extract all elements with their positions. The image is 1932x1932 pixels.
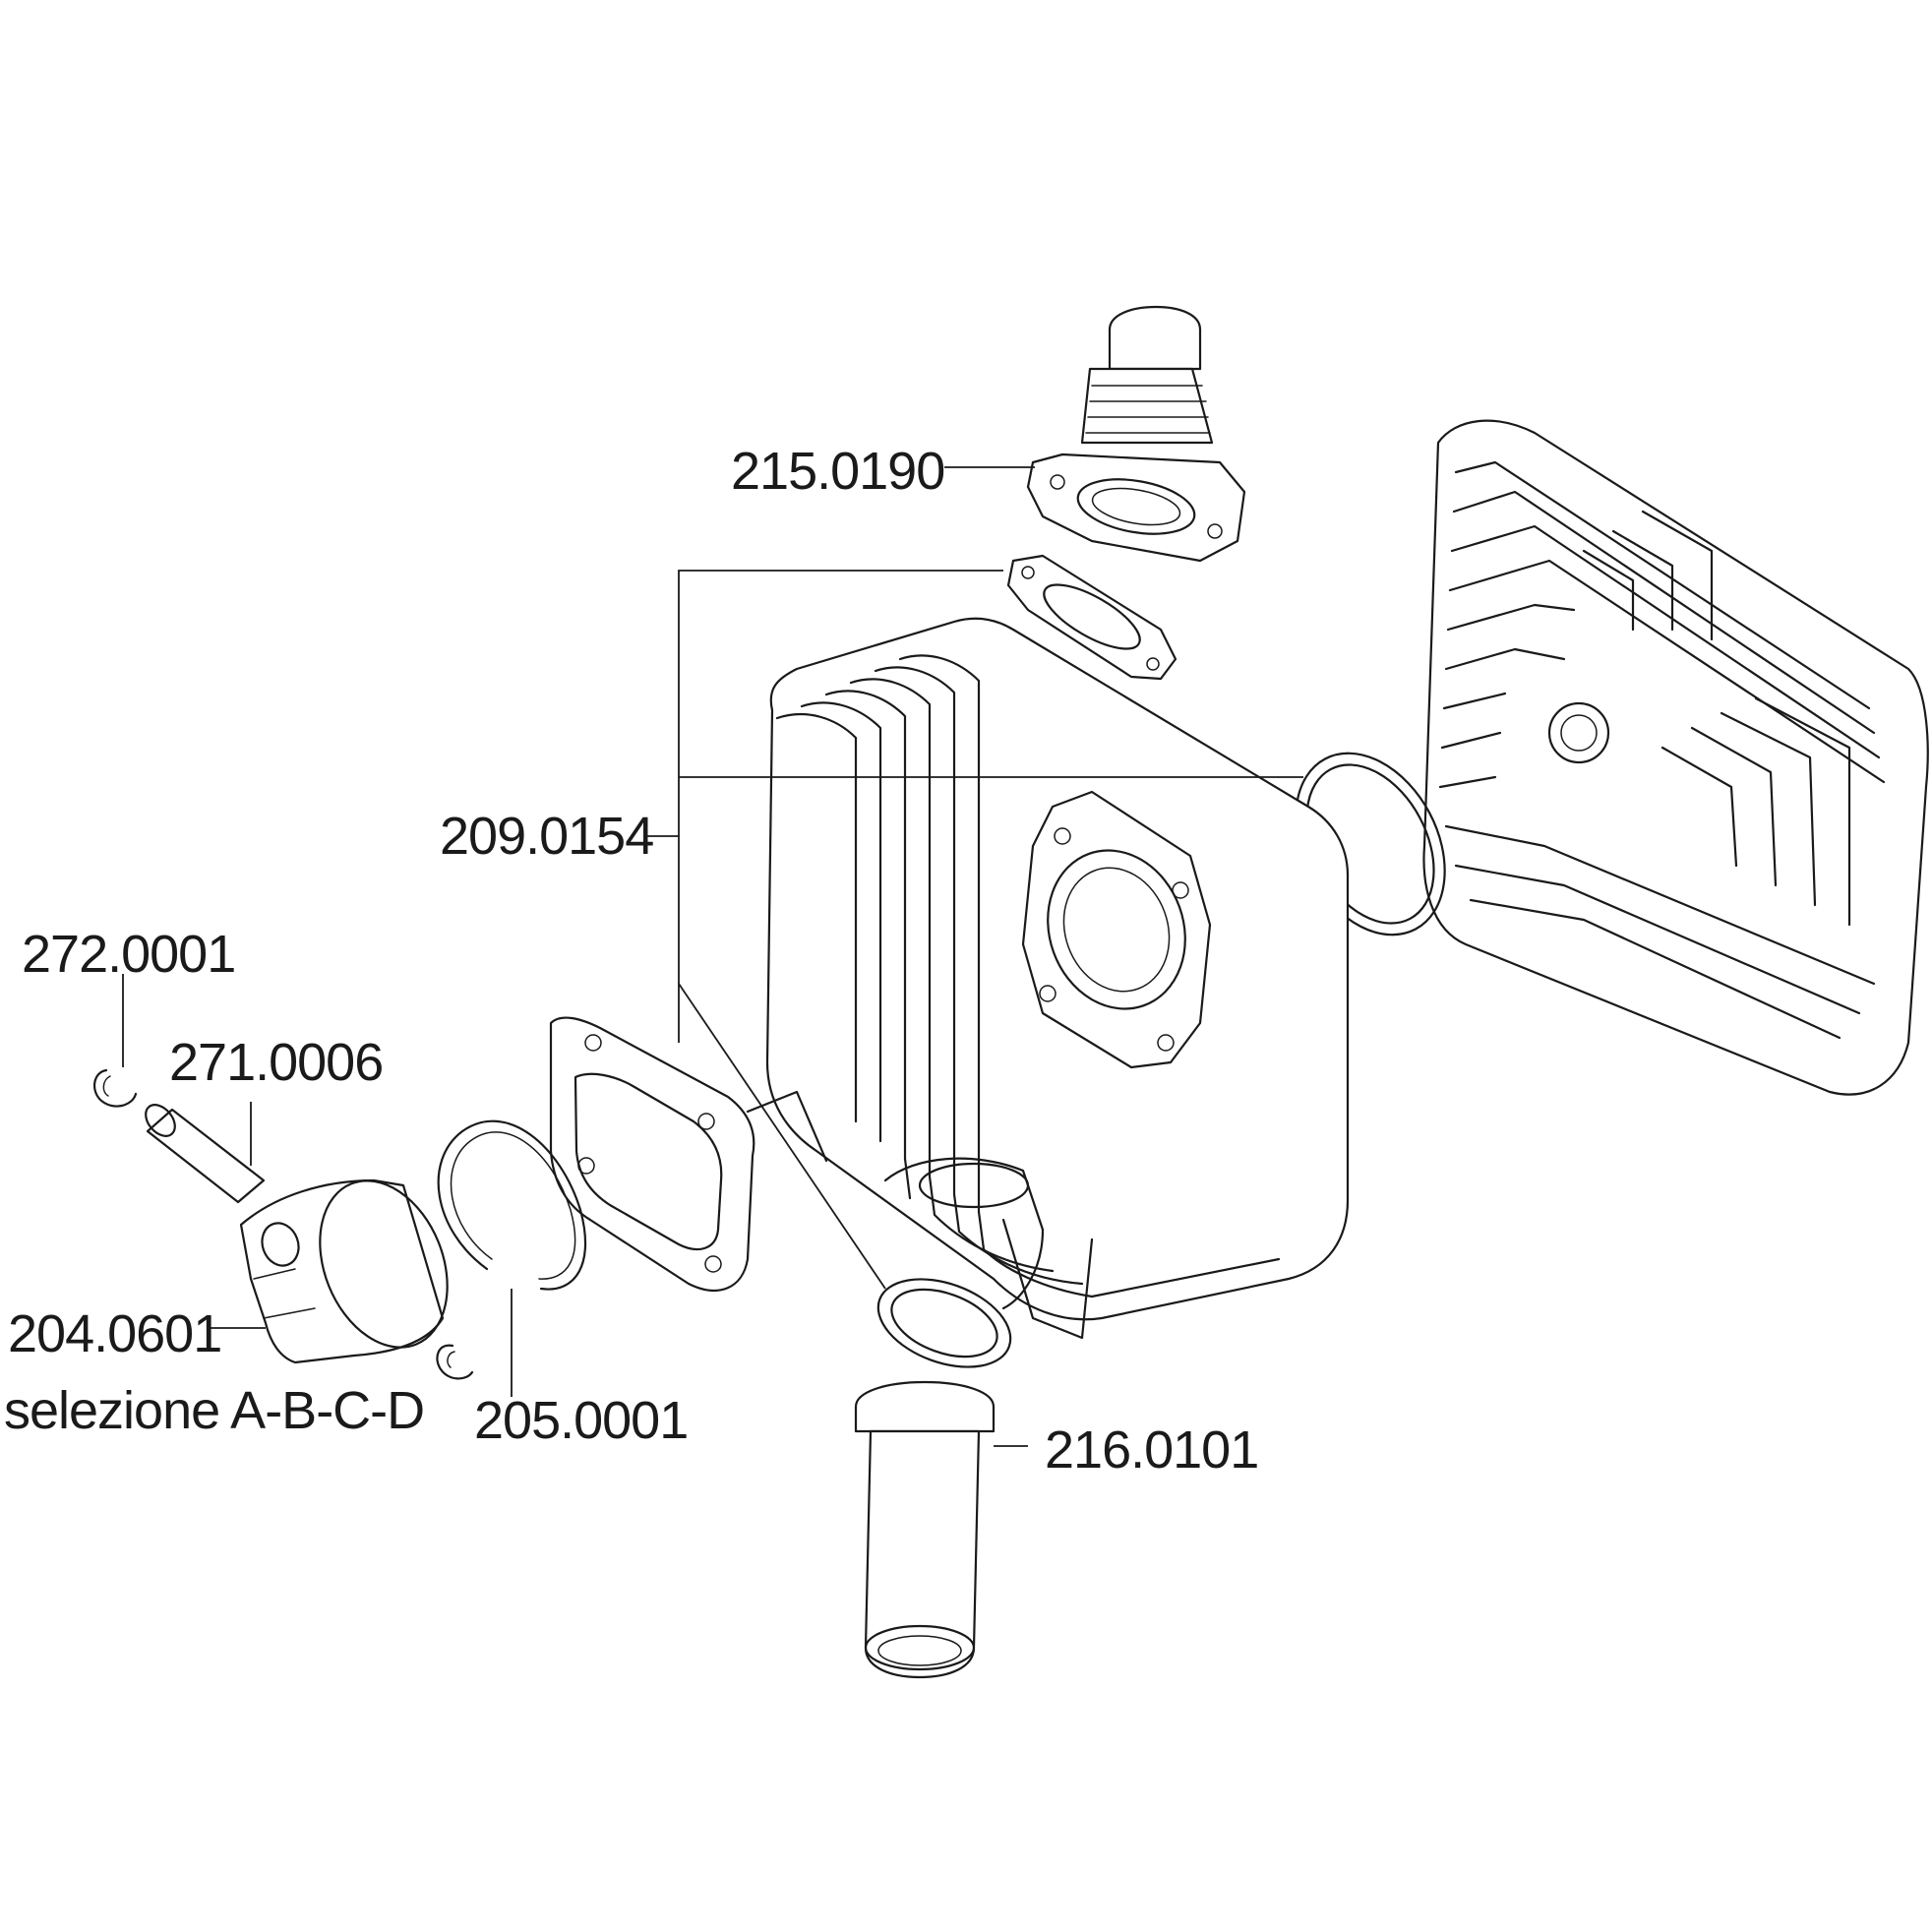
label-272-0001: 272.0001 <box>22 925 235 984</box>
cylinder-body <box>746 617 1350 1340</box>
leader-209-0154-exhaust <box>678 983 886 1290</box>
label-selection: selezione A-B-C-D <box>4 1381 424 1440</box>
exhaust-sleeve <box>854 1380 996 1679</box>
base-gasket <box>549 1016 755 1292</box>
intake-gasket <box>1006 554 1177 681</box>
cylinder-cooling-fins <box>775 654 1281 1298</box>
label-271-0006: 271.0006 <box>169 1033 383 1092</box>
piston <box>239 1178 449 1364</box>
head-cooling-fins <box>1438 460 1886 1040</box>
cylinder-head <box>1422 419 1929 1096</box>
intake-manifold <box>1026 305 1246 563</box>
label-216-0101: 216.0101 <box>1045 1420 1258 1479</box>
label-204-0601: 204.0601 <box>8 1304 221 1363</box>
label-209-0154: 209.0154 <box>440 807 653 866</box>
cylinder-skirt <box>746 1090 1094 1340</box>
piston-ring <box>437 1119 587 1291</box>
leader-209-0154-bracket <box>678 570 1003 836</box>
spark-plug-boss <box>1547 701 1610 764</box>
label-215-0190: 215.0190 <box>731 442 944 501</box>
piston-pin <box>145 1104 266 1204</box>
leader-lines <box>122 466 1303 1447</box>
leader-209-0154-base <box>644 835 680 1043</box>
circlip-bottom <box>436 1344 474 1380</box>
exhaust-port-flange <box>1021 790 1212 1069</box>
circlip-top <box>92 1068 138 1108</box>
label-205-0001: 205.0001 <box>474 1391 688 1450</box>
exhaust-gasket-ring <box>876 1278 1012 1368</box>
